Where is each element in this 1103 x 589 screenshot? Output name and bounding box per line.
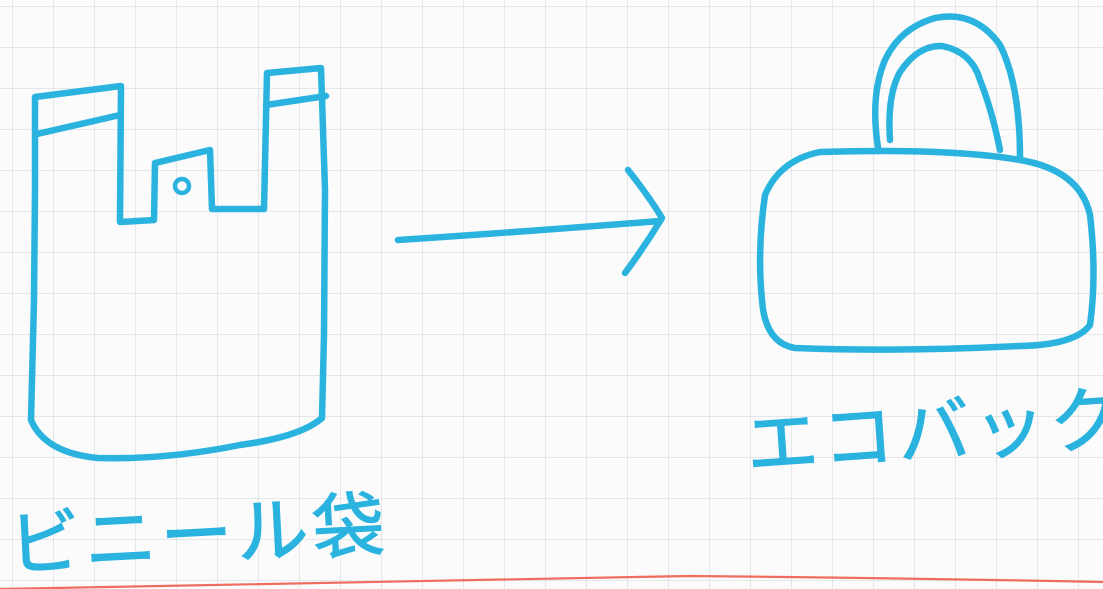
plastic-bag-outline (27, 64, 329, 462)
arrow-drawing (394, 166, 666, 277)
plastic-bag-hole-icon (172, 176, 192, 196)
eco-bag-handle-outer (872, 13, 1024, 162)
plastic-bag-label: ビニール袋 (6, 483, 390, 587)
plastic-bag-drawing (27, 64, 330, 462)
arrow-shaft (394, 217, 664, 244)
red-margin-line (0, 574, 1103, 589)
arrow-head (621, 166, 666, 277)
eco-bag-handle-inner (886, 42, 1004, 154)
plastic-bag-left-handle-rim (33, 111, 124, 138)
eco-bag-label: エコバック (743, 377, 1103, 487)
plastic-bag-right-handle-rim (262, 92, 330, 109)
eco-bag-drawing (756, 13, 1097, 353)
eco-bag-body (756, 147, 1097, 353)
